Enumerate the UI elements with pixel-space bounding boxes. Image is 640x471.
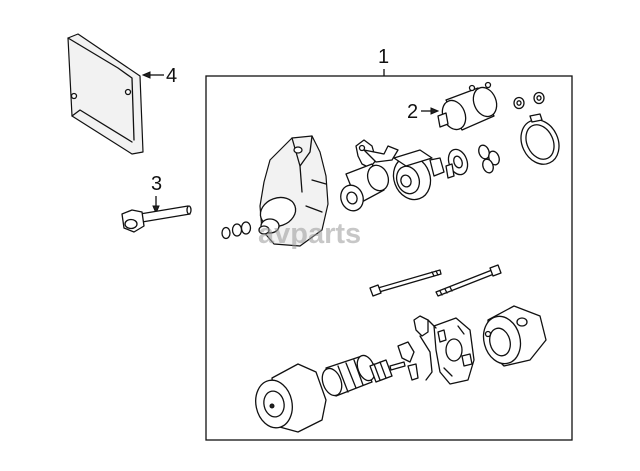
callout-2-label: 2 <box>407 101 418 123</box>
drive-housing <box>258 135 329 247</box>
through-bolt-right <box>435 264 502 297</box>
end-frame <box>482 305 547 367</box>
shift-lever <box>355 139 399 169</box>
callout-4-arrow <box>141 71 151 79</box>
part-4-heat-shield <box>67 33 144 155</box>
part-2-solenoid <box>437 81 498 131</box>
through-bolt-left <box>369 269 442 297</box>
assembly-frame <box>205 75 573 441</box>
callout-1-label: 1 <box>378 46 389 68</box>
part-3-bolt <box>121 205 192 233</box>
planet-gears <box>445 144 500 179</box>
yoke-housing <box>255 363 327 433</box>
callout-3-arrow <box>152 205 160 215</box>
watermark: avparts <box>258 218 361 250</box>
solenoid-cover <box>520 113 560 165</box>
callout-2-arrow <box>430 107 440 115</box>
callout-3-label: 3 <box>151 173 162 195</box>
drive-bushings <box>221 221 252 240</box>
gear-case <box>392 149 445 201</box>
brush-holder <box>433 317 475 385</box>
armature <box>321 354 406 397</box>
brush-leads <box>397 315 437 381</box>
pinion-clutch <box>340 163 390 212</box>
callout-4-label: 4 <box>166 65 177 87</box>
solenoid-nuts <box>513 91 545 110</box>
